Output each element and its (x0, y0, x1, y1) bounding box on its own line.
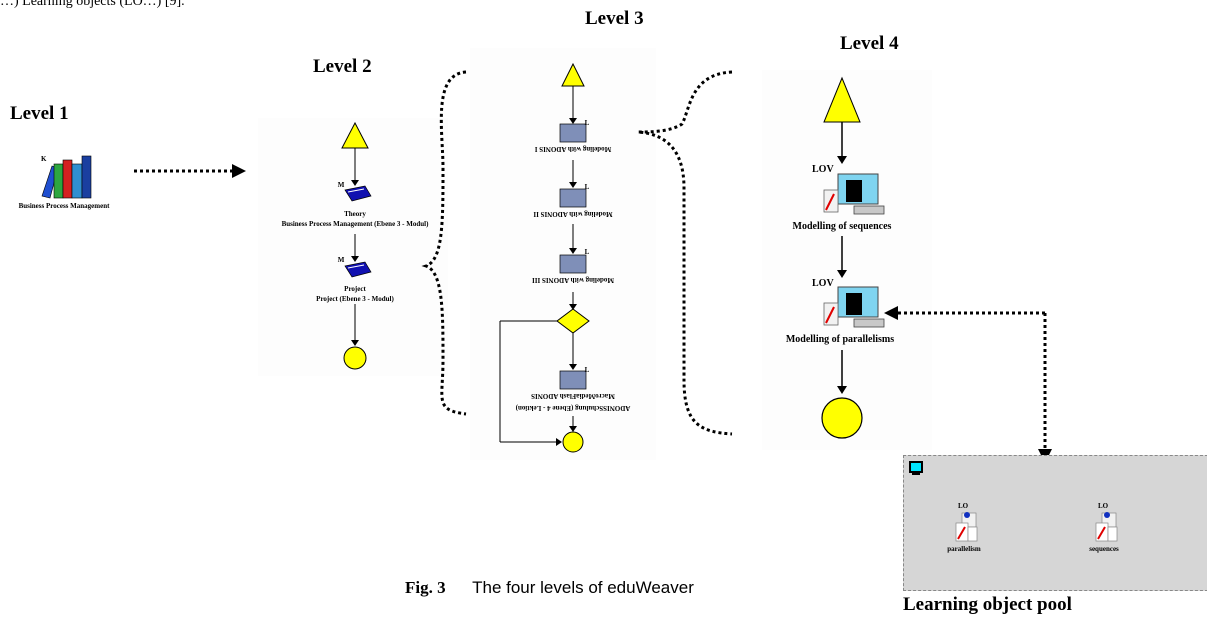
lesson-icon-1 (559, 123, 587, 143)
figure-caption: Fig. 3 The four levels of eduWeaver (405, 578, 694, 598)
brace-level-2-3 (421, 70, 467, 416)
level-4-panel (762, 70, 932, 450)
level-2-title: Level 2 (313, 56, 372, 77)
project-detail: Project (Ebene 3 - Modul) (316, 295, 394, 303)
lo-letter-sequences: LOV (812, 164, 834, 175)
theory-letter: M (337, 181, 345, 189)
level-3-flow (499, 62, 590, 453)
level-4-flow (821, 76, 885, 439)
lesson-letter-4: L (584, 366, 590, 374)
lesson-letter-2: L (584, 183, 590, 191)
level-3-panel (470, 48, 656, 460)
level-1-label: Business Process Management (18, 202, 110, 210)
figure-number: Fig. 3 (405, 578, 446, 597)
lesson-icon-2 (559, 188, 587, 208)
level-1-title: Level 1 (10, 103, 69, 124)
pool-item-icon-parallelism (955, 512, 978, 542)
lesson-letter-1: L (584, 119, 590, 127)
lesson-icon-4 (559, 370, 587, 390)
lesson-letter-3: L (584, 248, 590, 256)
module-book-theory (344, 185, 372, 202)
pool-item-label-sequences: sequences (1089, 545, 1119, 553)
end-circle (821, 397, 863, 439)
level-1-course-icon: K (34, 152, 94, 200)
computer-icon-sequences (823, 173, 885, 215)
module-book-project (344, 261, 372, 278)
header-fragment: …) Learning objects (LO…) [9]. (0, 0, 185, 9)
computer-icon-parallelisms (823, 286, 885, 328)
level-3-title: Level 3 (585, 8, 644, 29)
pool-title: Learning object pool (903, 594, 1072, 615)
pool-item-icon-sequences (1095, 512, 1118, 542)
project-letter: M (337, 256, 345, 264)
level-2-panel (258, 118, 448, 376)
lo-letter-parallelisms: LOV (812, 278, 834, 289)
pool-item-label-parallelism: parallelism (947, 545, 981, 553)
end-circle (562, 431, 584, 453)
project-name: Project (344, 285, 366, 293)
brace-level-3-4 (637, 70, 733, 436)
theory-detail: Business Process Management (Ebene 3 - M… (281, 220, 429, 228)
pool-item-letter-parallelism: LO (958, 502, 969, 510)
learning-object-pool: LO parallelism LO sequences (903, 455, 1207, 591)
level-2-flow (341, 121, 372, 370)
figure-text: The four levels of eduWeaver (472, 578, 694, 597)
lesson-icon-3 (559, 254, 587, 274)
end-circle (343, 346, 367, 370)
lo-label-parallelisms: Modelling of parallelisms (785, 334, 895, 345)
lo-label-sequences: Modelling of sequences (792, 221, 892, 232)
pool-computer-icon (909, 461, 923, 475)
pool-item-letter-sequences: LO (1098, 502, 1109, 510)
level-4-title: Level 4 (840, 33, 899, 54)
course-letter: K (41, 155, 47, 163)
theory-name: Theory (344, 210, 366, 218)
